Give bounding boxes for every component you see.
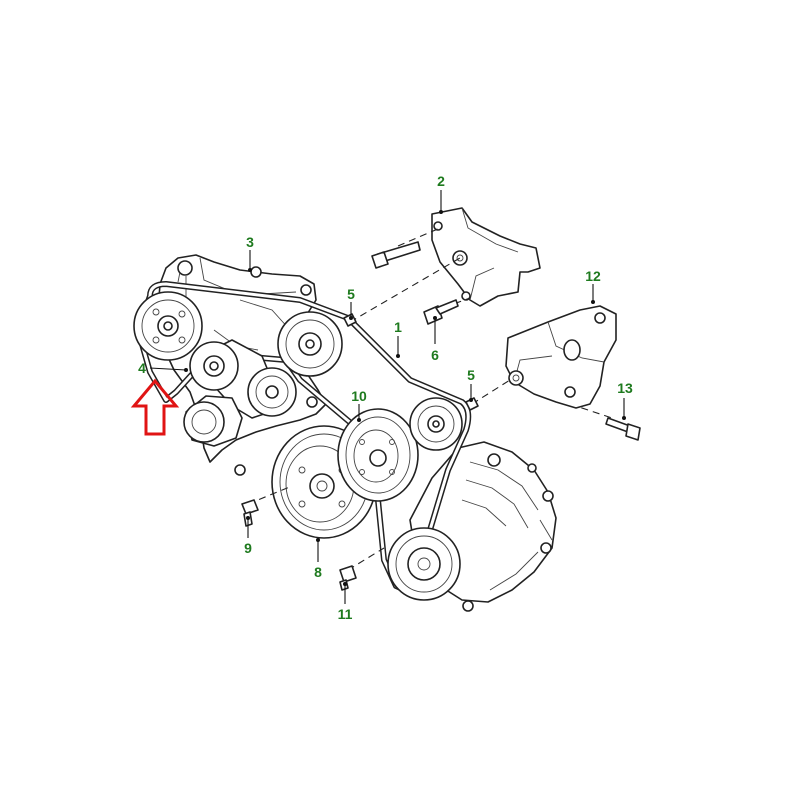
bolt-6: [423, 299, 459, 325]
callout-labels: 1 2 3 4 5 5 6 8 9 10 11 12 13: [138, 173, 633, 622]
idler-pulley-lower: [409, 397, 463, 451]
leader-lines: [149, 190, 626, 604]
power-steering-pulley: [133, 291, 203, 361]
callout-5-upper: 5: [347, 286, 355, 302]
bolt-9: [241, 499, 259, 527]
callout-9: 9: [244, 540, 252, 556]
callout-12: 12: [585, 268, 601, 284]
mounting-bracket-12: [505, 305, 617, 409]
callout-3: 3: [246, 234, 254, 250]
belt-tensioner: [189, 339, 297, 419]
compressor-pulley: [387, 527, 461, 601]
idler-pulley-upper: [277, 311, 343, 377]
callout-4: 4: [138, 360, 146, 376]
water-pump-hub: [183, 395, 243, 447]
callout-13: 13: [617, 380, 633, 396]
up-arrow-outline-icon: [130, 378, 180, 436]
callout-8: 8: [314, 564, 322, 580]
bolt-2: [371, 241, 421, 269]
pulley-10: [337, 408, 419, 502]
callout-6: 6: [431, 347, 439, 363]
callout-5-lower: 5: [467, 367, 475, 383]
callout-11: 11: [338, 606, 353, 622]
callout-1: 1: [394, 319, 402, 335]
bolt-11: [339, 565, 357, 591]
callout-2: 2: [437, 173, 445, 189]
callout-10: 10: [351, 388, 367, 404]
mounting-bracket-2: [431, 207, 541, 307]
bolt-5-upper: [343, 313, 357, 327]
bolt-13: [605, 417, 641, 441]
drive-belt: [135, 281, 472, 593]
